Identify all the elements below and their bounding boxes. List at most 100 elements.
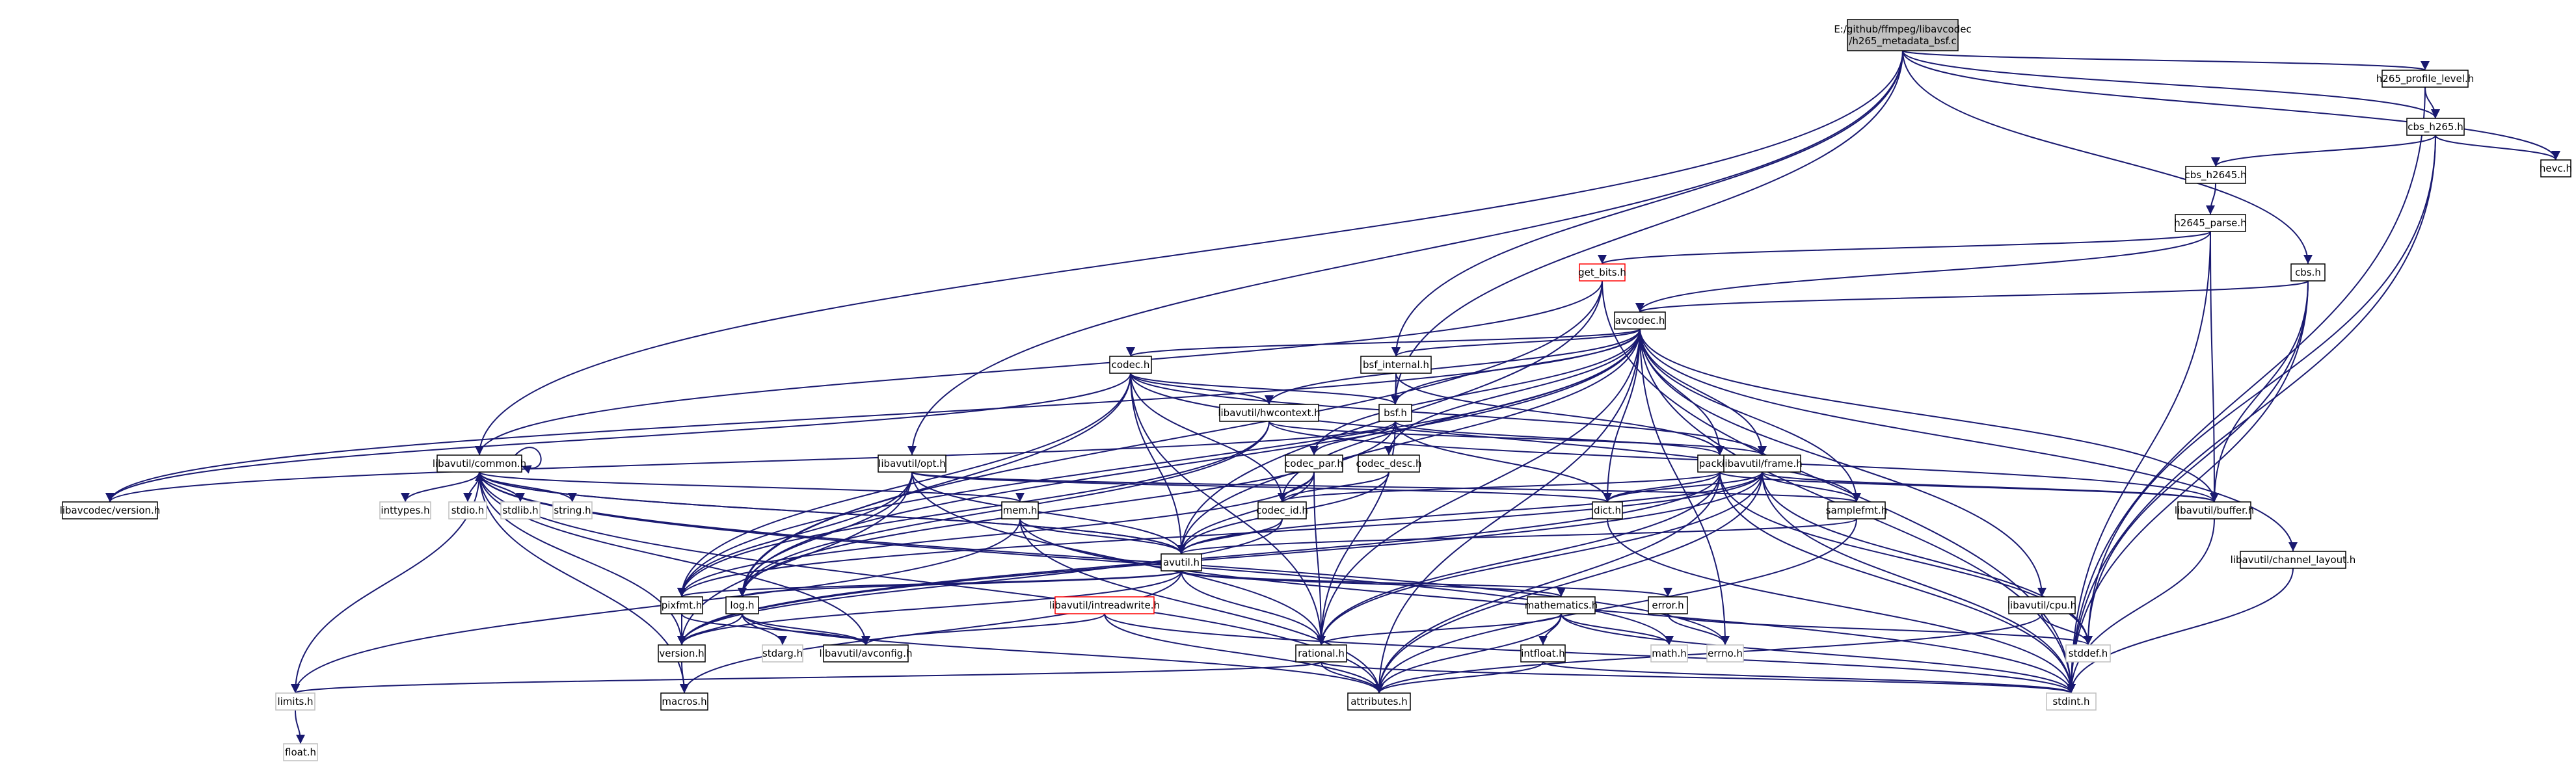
node-h265_profile_level[interactable]: h265_profile_level.h [2376, 70, 2474, 88]
node-frame[interactable]: libavutil/frame.h [1722, 454, 1803, 473]
node-box-common[interactable] [436, 454, 522, 473]
node-error[interactable]: error.h [1648, 596, 1688, 614]
node-hevc[interactable]: hevc.h [2540, 159, 2572, 177]
node-box-avcodec[interactable] [1614, 311, 1666, 330]
node-box-stdlib[interactable] [500, 501, 541, 519]
node-box-mathematics[interactable] [1527, 596, 1596, 614]
node-box-string[interactable] [552, 501, 593, 519]
node-macros[interactable]: macros.h [660, 692, 708, 711]
node-cbs_h265[interactable]: cbs_h265.h [2406, 118, 2465, 136]
node-box-h2645_parse[interactable] [2175, 214, 2246, 232]
node-box-cbs_h265[interactable] [2406, 118, 2465, 136]
node-box-math[interactable] [1650, 644, 1688, 663]
node-root[interactable]: E:/github/ffmpeg/libavcodec/h265_metadat… [1834, 19, 1972, 51]
node-box-codec_id[interactable] [1257, 501, 1307, 519]
node-lavc_version[interactable]: libavcodec/version.h [60, 501, 161, 519]
node-math[interactable]: math.h [1650, 644, 1688, 663]
node-bsf[interactable]: bsf.h [1378, 404, 1412, 422]
node-intfloat[interactable]: intfloat.h [1520, 644, 1566, 663]
node-box-channel_layout[interactable] [2240, 551, 2346, 569]
node-box-dict[interactable] [1592, 501, 1623, 519]
node-box-cbs_h2645[interactable] [2185, 166, 2246, 184]
node-codec_id[interactable]: codec_id.h [1256, 501, 1308, 519]
node-box-cpu[interactable] [2008, 596, 2076, 614]
node-codec_desc[interactable]: codec_desc.h [1356, 454, 1422, 473]
node-box-intfloat[interactable] [1520, 644, 1566, 663]
node-stdarg[interactable]: stdarg.h [762, 644, 803, 663]
node-float[interactable]: float.h [283, 743, 318, 761]
node-box-opt[interactable] [878, 454, 946, 473]
node-box-errno[interactable] [1706, 644, 1744, 663]
node-box-error[interactable] [1648, 596, 1688, 614]
node-box-buffer[interactable] [2177, 501, 2251, 519]
node-codec[interactable]: codec.h [1109, 356, 1152, 374]
node-box-stdio[interactable] [448, 501, 487, 519]
node-rational[interactable]: rational.h [1295, 644, 1347, 663]
node-box-log[interactable] [725, 596, 759, 614]
node-hwcontext[interactable]: libavutil/hwcontext.h [1218, 404, 1321, 422]
node-opt[interactable]: libavutil/opt.h [878, 454, 946, 473]
node-box-avutil[interactable] [1161, 553, 1202, 572]
node-errno[interactable]: errno.h [1706, 644, 1744, 663]
dependency-edge-log-to-avconfig [742, 613, 870, 646]
node-codec_par[interactable]: codec_par.h [1285, 454, 1343, 473]
node-box-float[interactable] [283, 743, 318, 761]
node-cbs_h2645[interactable]: cbs_h2645.h [2184, 166, 2247, 184]
node-box-stdint[interactable] [2046, 692, 2097, 711]
node-cbs[interactable]: cbs.h [2290, 263, 2326, 282]
node-box-pixfmt[interactable] [660, 596, 703, 614]
node-box-cbs[interactable] [2290, 263, 2326, 282]
node-intreadwrite[interactable]: libavutil/intreadwrite.h [1049, 596, 1160, 614]
node-box-rational[interactable] [1295, 644, 1347, 663]
node-version[interactable]: version.h [658, 644, 706, 663]
node-channel_layout[interactable]: libavutil/channel_layout.h [2231, 551, 2356, 569]
node-h2645_parse[interactable]: h2645_parse.h [2174, 214, 2247, 232]
node-mathematics[interactable]: mathematics.h [1525, 596, 1598, 614]
node-dict[interactable]: dict.h [1592, 501, 1623, 519]
node-box-h265_profile_level[interactable] [2381, 70, 2469, 88]
node-stdio[interactable]: stdio.h [448, 501, 487, 519]
node-box-attributes[interactable] [1347, 692, 1411, 711]
node-inttypes[interactable]: inttypes.h [379, 501, 431, 519]
node-box-version[interactable] [658, 644, 706, 663]
node-box-stddef[interactable] [2065, 644, 2111, 663]
node-box-limits[interactable] [275, 692, 315, 711]
node-box-hwcontext[interactable] [1219, 404, 1319, 422]
node-mem[interactable]: mem.h [1001, 501, 1039, 519]
node-box-get_bits[interactable] [1579, 263, 1626, 282]
node-limits[interactable]: limits.h [275, 692, 315, 711]
node-pixfmt[interactable]: pixfmt.h [660, 596, 703, 614]
node-box-frame[interactable] [1723, 454, 1801, 473]
node-common[interactable]: libavutil/common.h [433, 454, 526, 473]
node-box-mem[interactable] [1001, 501, 1039, 519]
node-box-macros[interactable] [660, 692, 708, 711]
node-box-lavc_version[interactable] [62, 501, 158, 519]
node-box-hevc[interactable] [2540, 159, 2571, 177]
node-string[interactable]: string.h [552, 501, 593, 519]
node-stdint[interactable]: stdint.h [2046, 692, 2097, 711]
node-buffer[interactable]: libavutil/buffer.h [2175, 501, 2254, 519]
node-box-codec[interactable] [1109, 356, 1152, 374]
node-avcodec[interactable]: avcodec.h [1614, 311, 1666, 330]
node-avconfig[interactable]: libavutil/avconfig.h [820, 644, 913, 663]
node-box-inttypes[interactable] [379, 501, 431, 519]
node-samplefmt[interactable]: samplefmt.h [1826, 501, 1888, 519]
node-box-avconfig[interactable] [823, 644, 909, 663]
node-box-bsf_internal[interactable] [1360, 356, 1432, 374]
node-box-samplefmt[interactable] [1827, 501, 1886, 519]
node-bsf_internal[interactable]: bsf_internal.h [1360, 356, 1432, 374]
node-box-codec_par[interactable] [1285, 454, 1343, 473]
node-get_bits[interactable]: get_bits.h [1578, 263, 1626, 282]
dependency-edge-log-to-version [677, 613, 743, 646]
node-attributes[interactable]: attributes.h [1347, 692, 1411, 711]
node-box-root[interactable] [1847, 19, 1959, 51]
node-log[interactable]: log.h [725, 596, 759, 614]
node-box-intreadwrite[interactable] [1054, 596, 1155, 614]
node-box-stdarg[interactable] [762, 644, 803, 663]
node-cpu[interactable]: libavutil/cpu.h [2007, 596, 2076, 614]
node-avutil[interactable]: avutil.h [1161, 553, 1202, 572]
node-box-codec_desc[interactable] [1358, 454, 1420, 473]
node-stdlib[interactable]: stdlib.h [500, 501, 541, 519]
node-box-bsf[interactable] [1378, 404, 1412, 422]
node-stddef[interactable]: stddef.h [2065, 644, 2111, 663]
